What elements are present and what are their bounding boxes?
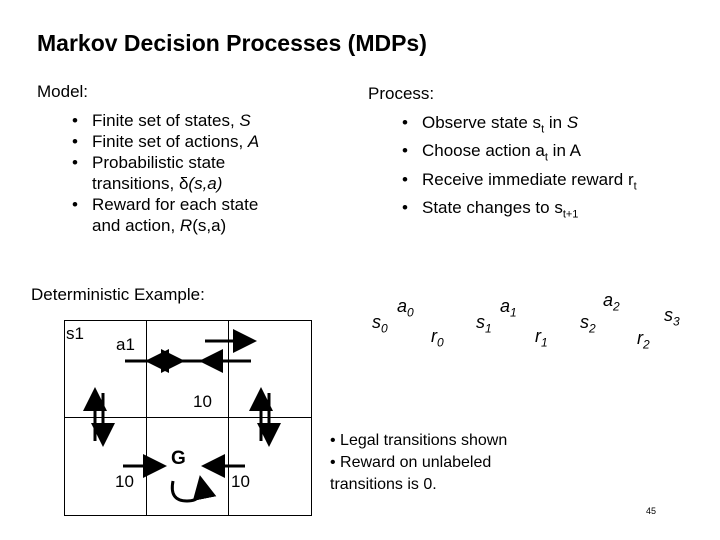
seq-r2: r2 xyxy=(637,328,650,352)
arrows-left-vertical xyxy=(83,387,115,447)
seq-s0: s0 xyxy=(372,312,388,336)
grid-divider-h xyxy=(65,417,311,418)
seq-a1: a1 xyxy=(500,296,517,320)
goal-self-loop xyxy=(170,475,217,503)
seq-s1: s1 xyxy=(476,312,492,336)
slide-title: Markov Decision Processes (MDPs) xyxy=(37,30,427,56)
transition-arrows xyxy=(83,329,281,503)
process-item-receive: Receive immediate reward rt xyxy=(402,169,637,197)
notes: • Legal transitions shown • Reward on un… xyxy=(330,430,507,496)
goal-label: G xyxy=(171,448,186,469)
grid-divider-v2 xyxy=(228,321,229,515)
reward-left: 10 xyxy=(115,472,134,491)
seq-a0: a0 xyxy=(397,296,414,320)
seq-r0: r0 xyxy=(431,326,444,350)
process-item-observe: Observe state st in S xyxy=(402,112,637,140)
seq-r1: r1 xyxy=(535,326,548,350)
state-label: s1 xyxy=(66,324,84,343)
model-list: Finite set of states, S Finite set of ac… xyxy=(72,110,259,236)
seq-s2: s2 xyxy=(580,312,596,336)
process-item-choose: Choose action at in A xyxy=(402,140,637,168)
grid-divider-v1 xyxy=(146,321,147,515)
page-number: 45 xyxy=(646,506,657,516)
arrows-right-vertical xyxy=(249,387,281,447)
model-item-actions: Finite set of actions, A xyxy=(72,131,259,152)
model-heading: Model: xyxy=(37,82,89,101)
process-list: Observe state st in S Choose action at i… xyxy=(402,112,637,226)
process-item-change: State changes to st+1 xyxy=(402,197,637,225)
process-heading: Process: xyxy=(368,84,435,103)
note-reward-unlabeled: • Reward on unlabeled xyxy=(330,454,492,471)
reward-top: 10 xyxy=(193,392,212,411)
deterministic-heading: Deterministic Example: xyxy=(31,285,205,304)
seq-s3: s3 xyxy=(664,305,680,329)
seq-a2: a2 xyxy=(603,290,620,314)
action-label: a1 xyxy=(116,335,135,354)
arrows-top-middle-right xyxy=(199,329,257,373)
note-reward-zero: transitions is 0. xyxy=(330,476,437,493)
grid-world: s1 a1 10 10 10 G xyxy=(64,320,312,516)
note-legal-transitions: • Legal transitions shown xyxy=(330,432,508,449)
model-item-states: Finite set of states, S xyxy=(72,110,259,131)
reward-right: 10 xyxy=(231,472,250,491)
